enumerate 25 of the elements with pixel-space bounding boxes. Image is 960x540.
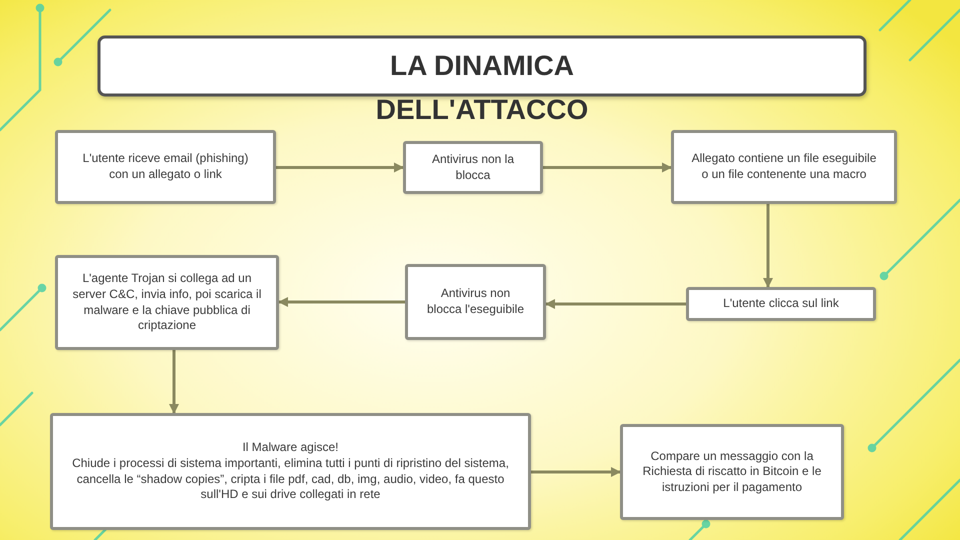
- process-box: [671, 130, 897, 204]
- process-box: [55, 130, 276, 204]
- process-box: [55, 255, 279, 350]
- process-box: [405, 264, 546, 340]
- arrow: [278, 297, 405, 307]
- box-text: Compare un messaggio con la Richiesta di riscatto in Bitcoin e le istruzioni per il pagamento: [642, 448, 822, 496]
- box-text: Chiude i processi di sistema importanti, elimina tutti i punti di ripristino del sistema, cancella le “shadow copies”, cripta i file pdf, cad, db, img, audio, video, fa questo sull'HD e sui drive collegati in rete: [71, 456, 510, 503]
- arrow: [545, 299, 686, 309]
- arrow: [276, 162, 404, 172]
- box-heading: Il Malware agisce!: [242, 440, 339, 456]
- box-text: Antivirus non blocca l'eseguibile: [426, 286, 526, 318]
- arrow: [543, 162, 672, 172]
- box-text: L'utente clicca sul link: [723, 296, 839, 312]
- process-box: [403, 141, 543, 194]
- box-text: Antivirus non la blocca: [430, 152, 516, 184]
- diagram-title: LA DINAMICA DELL'ATTACCO: [374, 49, 590, 127]
- process-box: [620, 424, 844, 520]
- box-text: Allegato contiene un file eseguibile o un file contenente una macro: [690, 151, 878, 183]
- process-box: [50, 413, 531, 530]
- arrow: [763, 204, 773, 288]
- box-text: L'utente riceve email (phishing) con un allegato o link: [82, 151, 250, 183]
- arrow: [169, 350, 179, 414]
- process-box: [686, 287, 876, 321]
- arrow: [531, 467, 621, 477]
- box-text: L'agente Trojan si collega ad un server C&C, invia info, poi scarica il malware e la chiave pubblica di criptazione: [72, 271, 262, 334]
